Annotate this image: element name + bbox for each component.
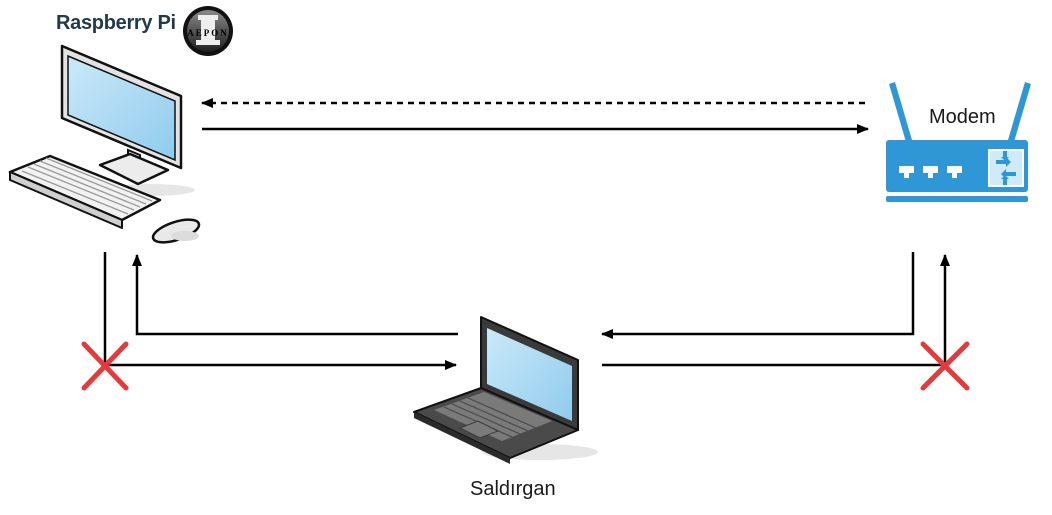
blocked-cross-icon-left [81, 341, 129, 391]
logo-text: AEPON [187, 28, 229, 38]
raspberry-pi-label: Raspberry Pi [56, 12, 176, 34]
blocked-cross-icon-right [920, 341, 970, 391]
laptop-icon [413, 316, 598, 464]
router-icon [886, 82, 1031, 202]
arrow-pi-to-attacker [103, 252, 457, 370]
desktop-computer-icon [8, 44, 201, 244]
arrow-attacker-to-pi [132, 254, 458, 336]
attacker-label: Saldırgan [470, 478, 556, 500]
modem-label: Modem [929, 106, 996, 128]
arrow-modem-to-attacker [601, 252, 915, 339]
arrow-attacker-to-modem [602, 254, 950, 367]
aepon-logo: AEPON [183, 6, 233, 56]
connection-lines [103, 98, 950, 370]
